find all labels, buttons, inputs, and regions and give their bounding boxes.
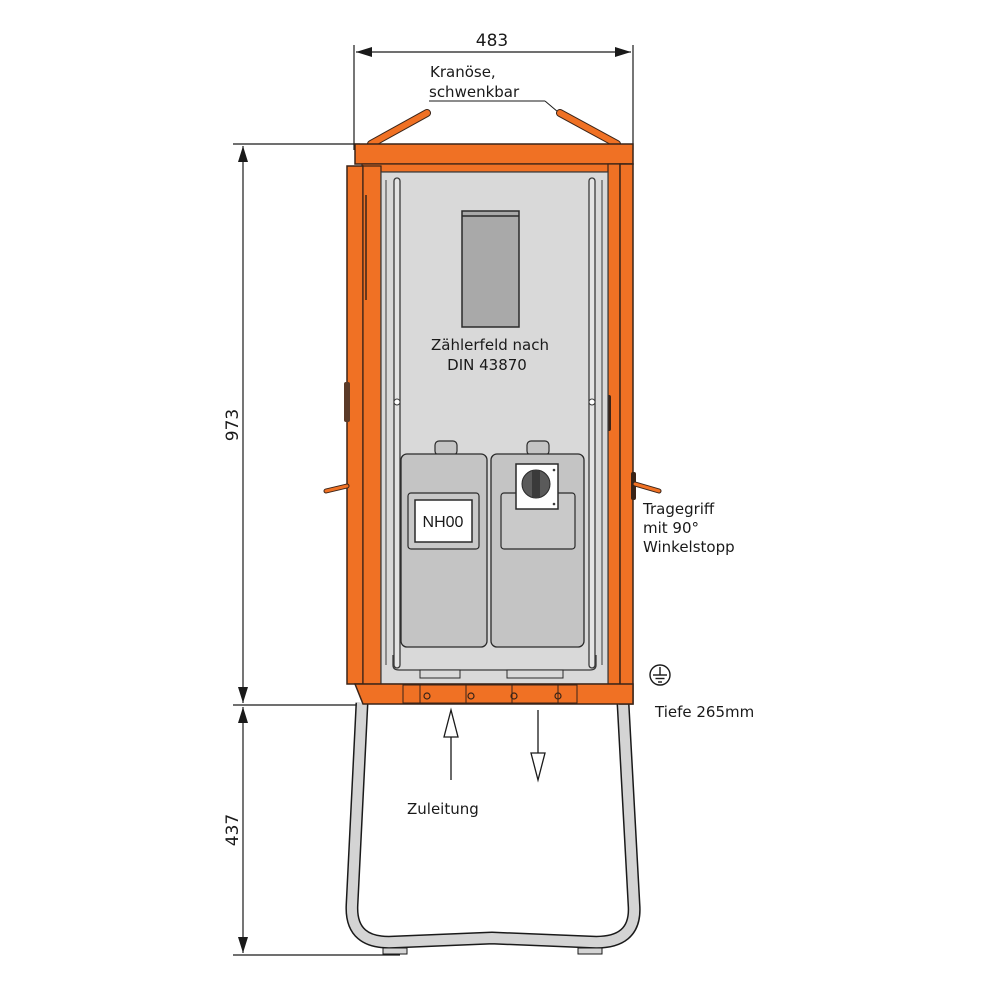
meter-field-label-1: Zählerfeld nach xyxy=(431,336,549,354)
cable-in-arrow xyxy=(443,707,459,780)
handle-label-1: Tragegriff xyxy=(642,500,715,518)
meter-field-label-2: DIN 43870 xyxy=(447,356,527,374)
width-value: 483 xyxy=(476,31,508,51)
carry-handle-left xyxy=(323,483,350,494)
cabinet-height-value: 973 xyxy=(223,409,243,441)
crane-eye-label-2: schwenkbar xyxy=(429,83,520,101)
cabinet-base xyxy=(353,669,634,705)
depth-label: Tiefe 265mm xyxy=(654,703,754,721)
stand-frame xyxy=(345,702,641,955)
carry-handle-right xyxy=(631,472,662,500)
ground-icon xyxy=(649,664,671,686)
dimension-width: 483 xyxy=(353,31,634,150)
dimension-height-stand: 437 xyxy=(223,707,400,956)
fuse-module: NH00 xyxy=(400,440,488,648)
dimension-height-cabinet: 973 xyxy=(223,143,360,706)
handle-label-3: Winkelstopp xyxy=(643,538,735,556)
stand-height-value: 437 xyxy=(223,814,243,846)
cable-out-arrow xyxy=(530,710,546,783)
fuse-label: NH00 xyxy=(423,514,464,531)
meter-window xyxy=(461,210,520,328)
crane-eye-annotation: Kranöse, schwenkbar xyxy=(429,63,559,113)
crane-eye-label-1: Kranöse, xyxy=(430,63,496,81)
switch-module xyxy=(490,440,585,648)
cable-entry-label: Zuleitung xyxy=(407,800,479,818)
handle-label-2: mit 90° xyxy=(643,519,699,537)
crane-eye-left xyxy=(367,109,431,148)
crane-eye-right xyxy=(556,109,621,148)
